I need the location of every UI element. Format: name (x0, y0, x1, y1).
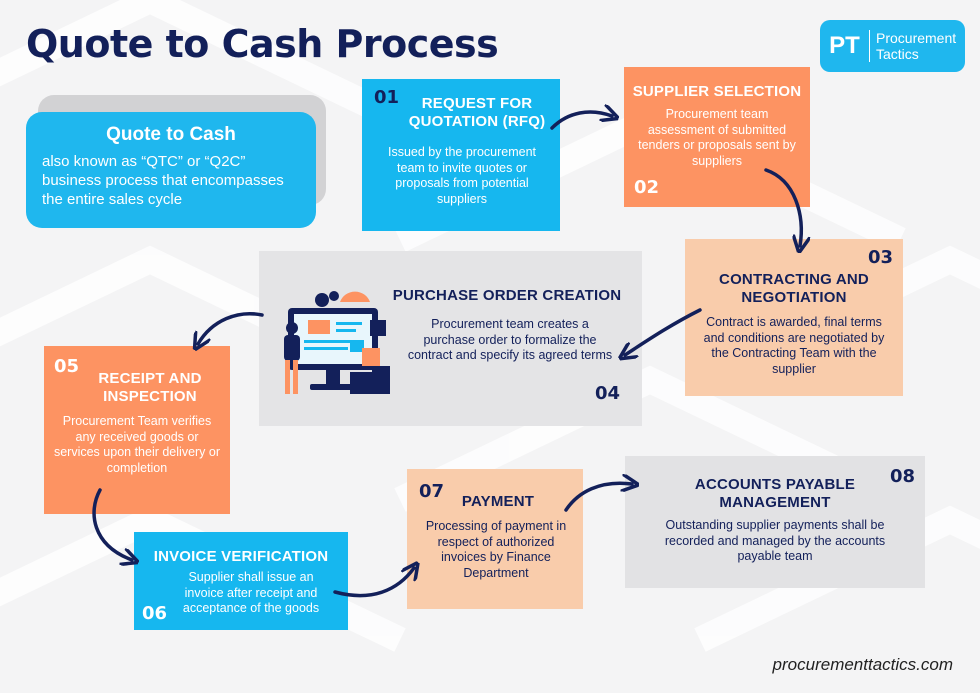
step-04-number: 04 (594, 383, 620, 404)
step-05-card: 05 RECEIPT AND INSPECTION Procurement Te… (44, 346, 230, 514)
step-08-number: 08 (889, 466, 915, 487)
step-01-body: Issued by the procurement team to invite… (388, 145, 536, 206)
step-03-number: 03 (867, 247, 893, 268)
logo-mark: PT (820, 30, 870, 62)
step-01-number: 01 (374, 87, 400, 108)
step-05-number: 05 (54, 356, 80, 377)
page-title: Quote to Cash Process (26, 22, 499, 66)
step-03-title: CONTRACTING AND NEGOTIATION (719, 271, 869, 306)
step-06-number: 06 (142, 603, 168, 624)
step-03-body: Contract is awarded, final terms and con… (703, 315, 885, 376)
step-07-body: Processing of payment in respect of auth… (425, 519, 567, 580)
step-02-number: 02 (634, 177, 660, 198)
purchase-order-illustration (284, 291, 390, 394)
step-03-card: 03 CONTRACTING AND NEGOTIATION Contract … (685, 239, 903, 396)
step-06-title: INVOICE VERIFICATION (153, 548, 329, 565)
intro-card: Quote to Cash also known as “QTC” or “Q2… (26, 112, 316, 228)
logo-text: Procurement Tactics (870, 30, 956, 62)
intro-title: Quote to Cash (106, 124, 236, 145)
step-08-body: Outstanding supplier payments shall be r… (664, 518, 886, 563)
step-02-body: Procurement team assessment of submitted… (638, 107, 796, 168)
step-01-card: 01 REQUEST FOR QUOTATION (RFQ) Issued by… (362, 79, 560, 231)
step-06-card: INVOICE VERIFICATION Supplier shall issu… (134, 532, 348, 630)
brand-logo: PT Procurement Tactics (820, 20, 965, 72)
step-07-card: 07 PAYMENT Processing of payment in resp… (407, 469, 583, 609)
step-07-number: 07 (419, 481, 445, 502)
step-08-card: 08 ACCOUNTS PAYABLE MANAGEMENT Outstandi… (625, 456, 925, 588)
step-06-body: Supplier shall issue an invoice after re… (182, 570, 320, 615)
intro-body: also known as “QTC” or “Q2C” business pr… (42, 153, 284, 208)
step-02-card: SUPPLIER SELECTION Procurement team asse… (624, 67, 810, 207)
step-05-title: RECEIPT AND INSPECTION (98, 370, 202, 405)
footer-website[interactable]: procurementtactics.com (772, 655, 953, 674)
step-04-title: PURCHASE ORDER CREATION (392, 287, 622, 304)
logo-line-2: Tactics (876, 46, 919, 62)
step-07-title: PAYMENT (461, 493, 535, 510)
step-04-body: Procurement team creates a purchase orde… (407, 317, 613, 362)
step-05-body: Procurement Team verifies any received g… (53, 414, 221, 475)
step-08-title: ACCOUNTS PAYABLE MANAGEMENT (694, 476, 856, 511)
logo-line-1: Procurement (876, 30, 957, 46)
step-01-title: REQUEST FOR QUOTATION (RFQ) (408, 95, 546, 130)
step-02-title: SUPPLIER SELECTION (632, 83, 802, 100)
